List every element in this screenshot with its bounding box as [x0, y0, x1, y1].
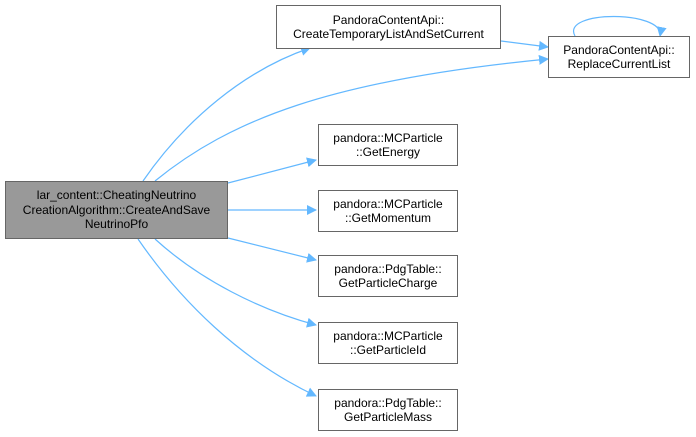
node-line-1: pandora::MCParticle: [333, 130, 443, 145]
node-line-1: pandora::PdgTable::: [334, 261, 442, 276]
node-create-temporary-list-and-set-current[interactable]: PandoraContentApi:: CreateTemporaryListA…: [276, 5, 501, 49]
node-root-line-2: CreationAlgorithm::CreateAndSave: [22, 202, 211, 217]
edge-root-to-get-particle-mass: [137, 238, 317, 397]
edge-root-to-replace-current: [154, 54, 549, 182]
node-root-create-and-save-neutrino-pfo[interactable]: lar_content::CheatingNeutrino CreationAl…: [5, 181, 228, 239]
node-line-2: ::GetParticleId: [349, 343, 427, 357]
node-get-energy[interactable]: pandora::MCParticle ::GetEnergy: [318, 124, 458, 166]
edge-replace-current-self: [572, 16, 667, 37]
edge-create-temp-to-replace-current: [500, 40, 549, 51]
node-replace-current-list[interactable]: PandoraContentApi:: ReplaceCurrentList: [548, 36, 690, 78]
node-root-line-1: lar_content::CheatingNeutrino: [36, 188, 197, 203]
node-line-2: ::GetMomentum: [344, 211, 432, 225]
edge-root-to-get-particle-charge: [227, 237, 317, 263]
node-line-1: PandoraContentApi::: [563, 42, 675, 57]
node-line-2: GetParticleCharge: [338, 276, 438, 290]
node-line-1: PandoraContentApi::: [332, 12, 445, 27]
node-get-particle-id[interactable]: pandora::MCParticle ::GetParticleId: [318, 322, 458, 364]
node-line-1: pandora::MCParticle: [333, 196, 443, 211]
edge-root-to-get-particle-id: [154, 238, 317, 328]
node-line-2: CreateTemporaryListAndSetCurrent: [293, 27, 484, 41]
node-get-particle-mass[interactable]: pandora::PdgTable:: GetParticleMass: [318, 389, 458, 431]
node-line-2: ReplaceCurrentList: [567, 57, 671, 71]
node-line-2: ::GetEnergy: [355, 145, 421, 159]
edge-root-to-create-temp: [142, 46, 311, 182]
node-line-1: pandora::MCParticle: [333, 328, 443, 343]
node-root-line-3: NeutrinoPfo: [84, 217, 149, 232]
edge-root-to-get-energy: [227, 157, 317, 184]
node-get-particle-charge[interactable]: pandora::PdgTable:: GetParticleCharge: [318, 255, 458, 297]
node-line-1: pandora::PdgTable::: [334, 395, 442, 410]
node-line-2: GetParticleMass: [343, 410, 433, 424]
node-get-momentum[interactable]: pandora::MCParticle ::GetMomentum: [318, 190, 458, 232]
